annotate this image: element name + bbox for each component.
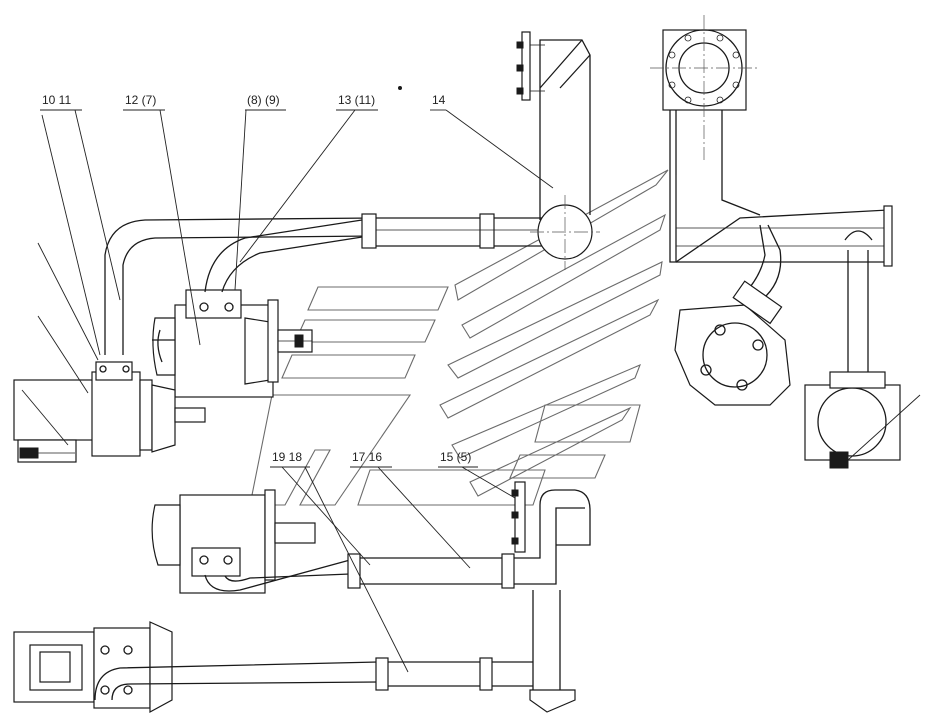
upper-middle-pump (152, 217, 376, 398)
callout-15-5: 15 (5) (440, 450, 471, 464)
lower-middle-pump (151, 489, 351, 594)
callout-13-11: 13 (11) (338, 93, 375, 107)
upper-pipe-run (104, 31, 600, 355)
callout-19-18: 19 18 (272, 450, 302, 464)
top-right-flange-elbow (650, 15, 893, 267)
callout-labels: 10 11 12 (7) (8) (9) 13 (11) 14 19 18 17… (21, 86, 921, 673)
watermark-logo (249, 169, 669, 506)
callout-10-11: 10 11 (42, 93, 71, 107)
callout-12-7: 12 (7) (125, 93, 156, 107)
lower-pipe-run (347, 481, 591, 713)
callout-8-9: (8) (9) (247, 93, 280, 107)
bottom-motor (13, 621, 533, 714)
callout-17-16: 17 16 (352, 450, 382, 464)
callout-14: 14 (432, 93, 446, 107)
right-pump-upper (674, 224, 791, 406)
left-motor (13, 361, 206, 463)
